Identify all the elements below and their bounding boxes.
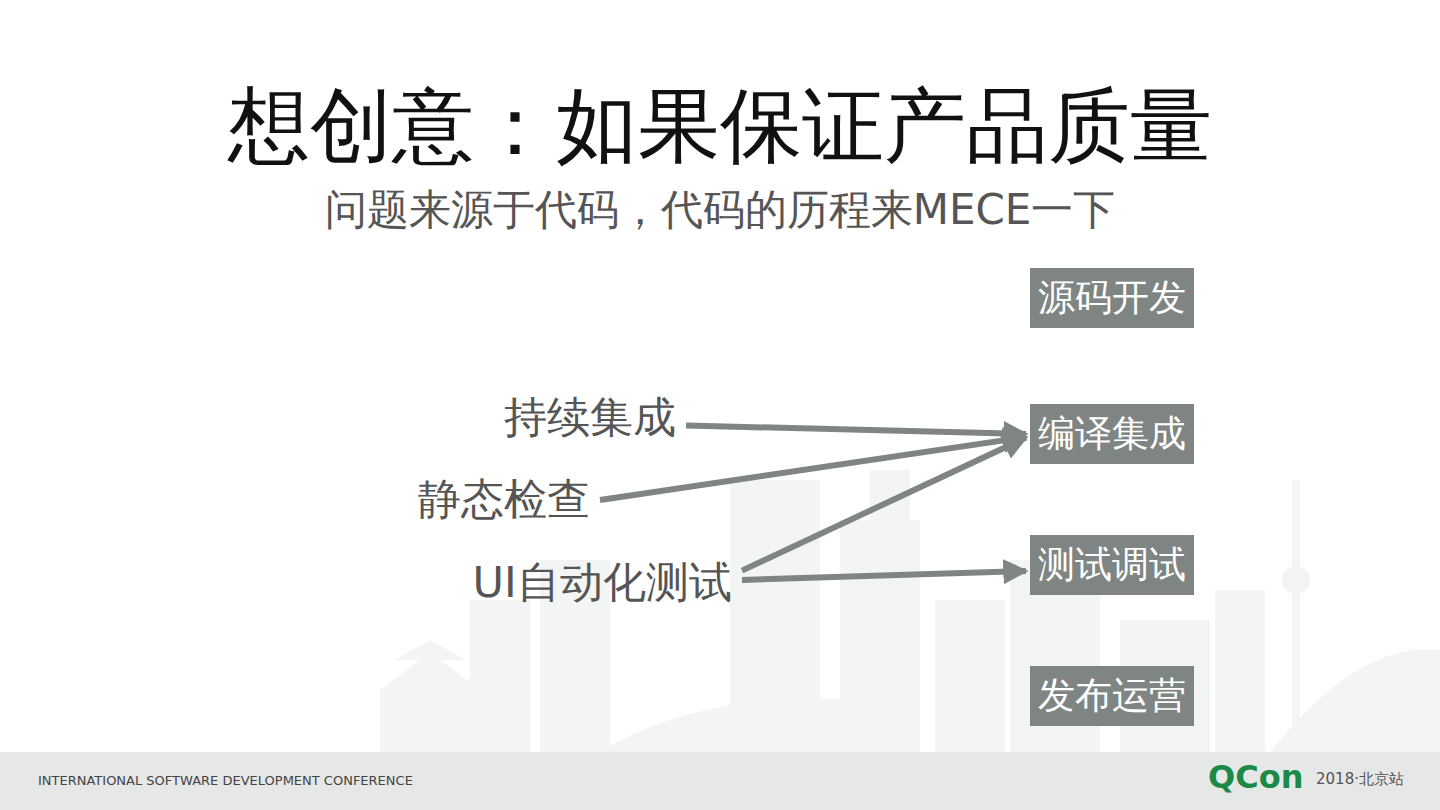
practice-label: 静态检查 [416,469,592,531]
slide-subtitle: 问题来源于代码，代码的历程来MECE一下 [0,182,1440,238]
stage-box: 源码开发 [1030,268,1194,328]
slide-title: 想创意：如果保证产品质量 [0,72,1440,182]
stage-box: 测试调试 [1030,535,1194,595]
node-text: UI自动化测试 [472,554,731,612]
event-edition: 2018·北京站 [1316,770,1404,789]
node-text: 持续集成 [504,389,676,447]
practice-label: UI自动化测试 [470,552,734,614]
connector-arrow [742,438,1026,571]
skyline [380,470,1440,752]
node-text: 编译集成 [1038,409,1186,459]
practice-label: 持续集成 [502,387,678,449]
connector-arrow [742,571,1026,580]
conference-name: INTERNATIONAL SOFTWARE DEVELOPMENT CONFE… [38,773,413,788]
node-text: 发布运营 [1038,671,1186,721]
node-text: 源码开发 [1038,273,1186,323]
connector-arrow [686,425,1026,434]
node-text: 静态检查 [418,471,590,529]
stage-box: 编译集成 [1030,404,1194,464]
stage-box: 发布运营 [1030,666,1194,726]
node-text: 测试调试 [1038,540,1186,590]
footer-bar [0,752,1440,810]
qcon-logo: QCon [1208,758,1303,796]
